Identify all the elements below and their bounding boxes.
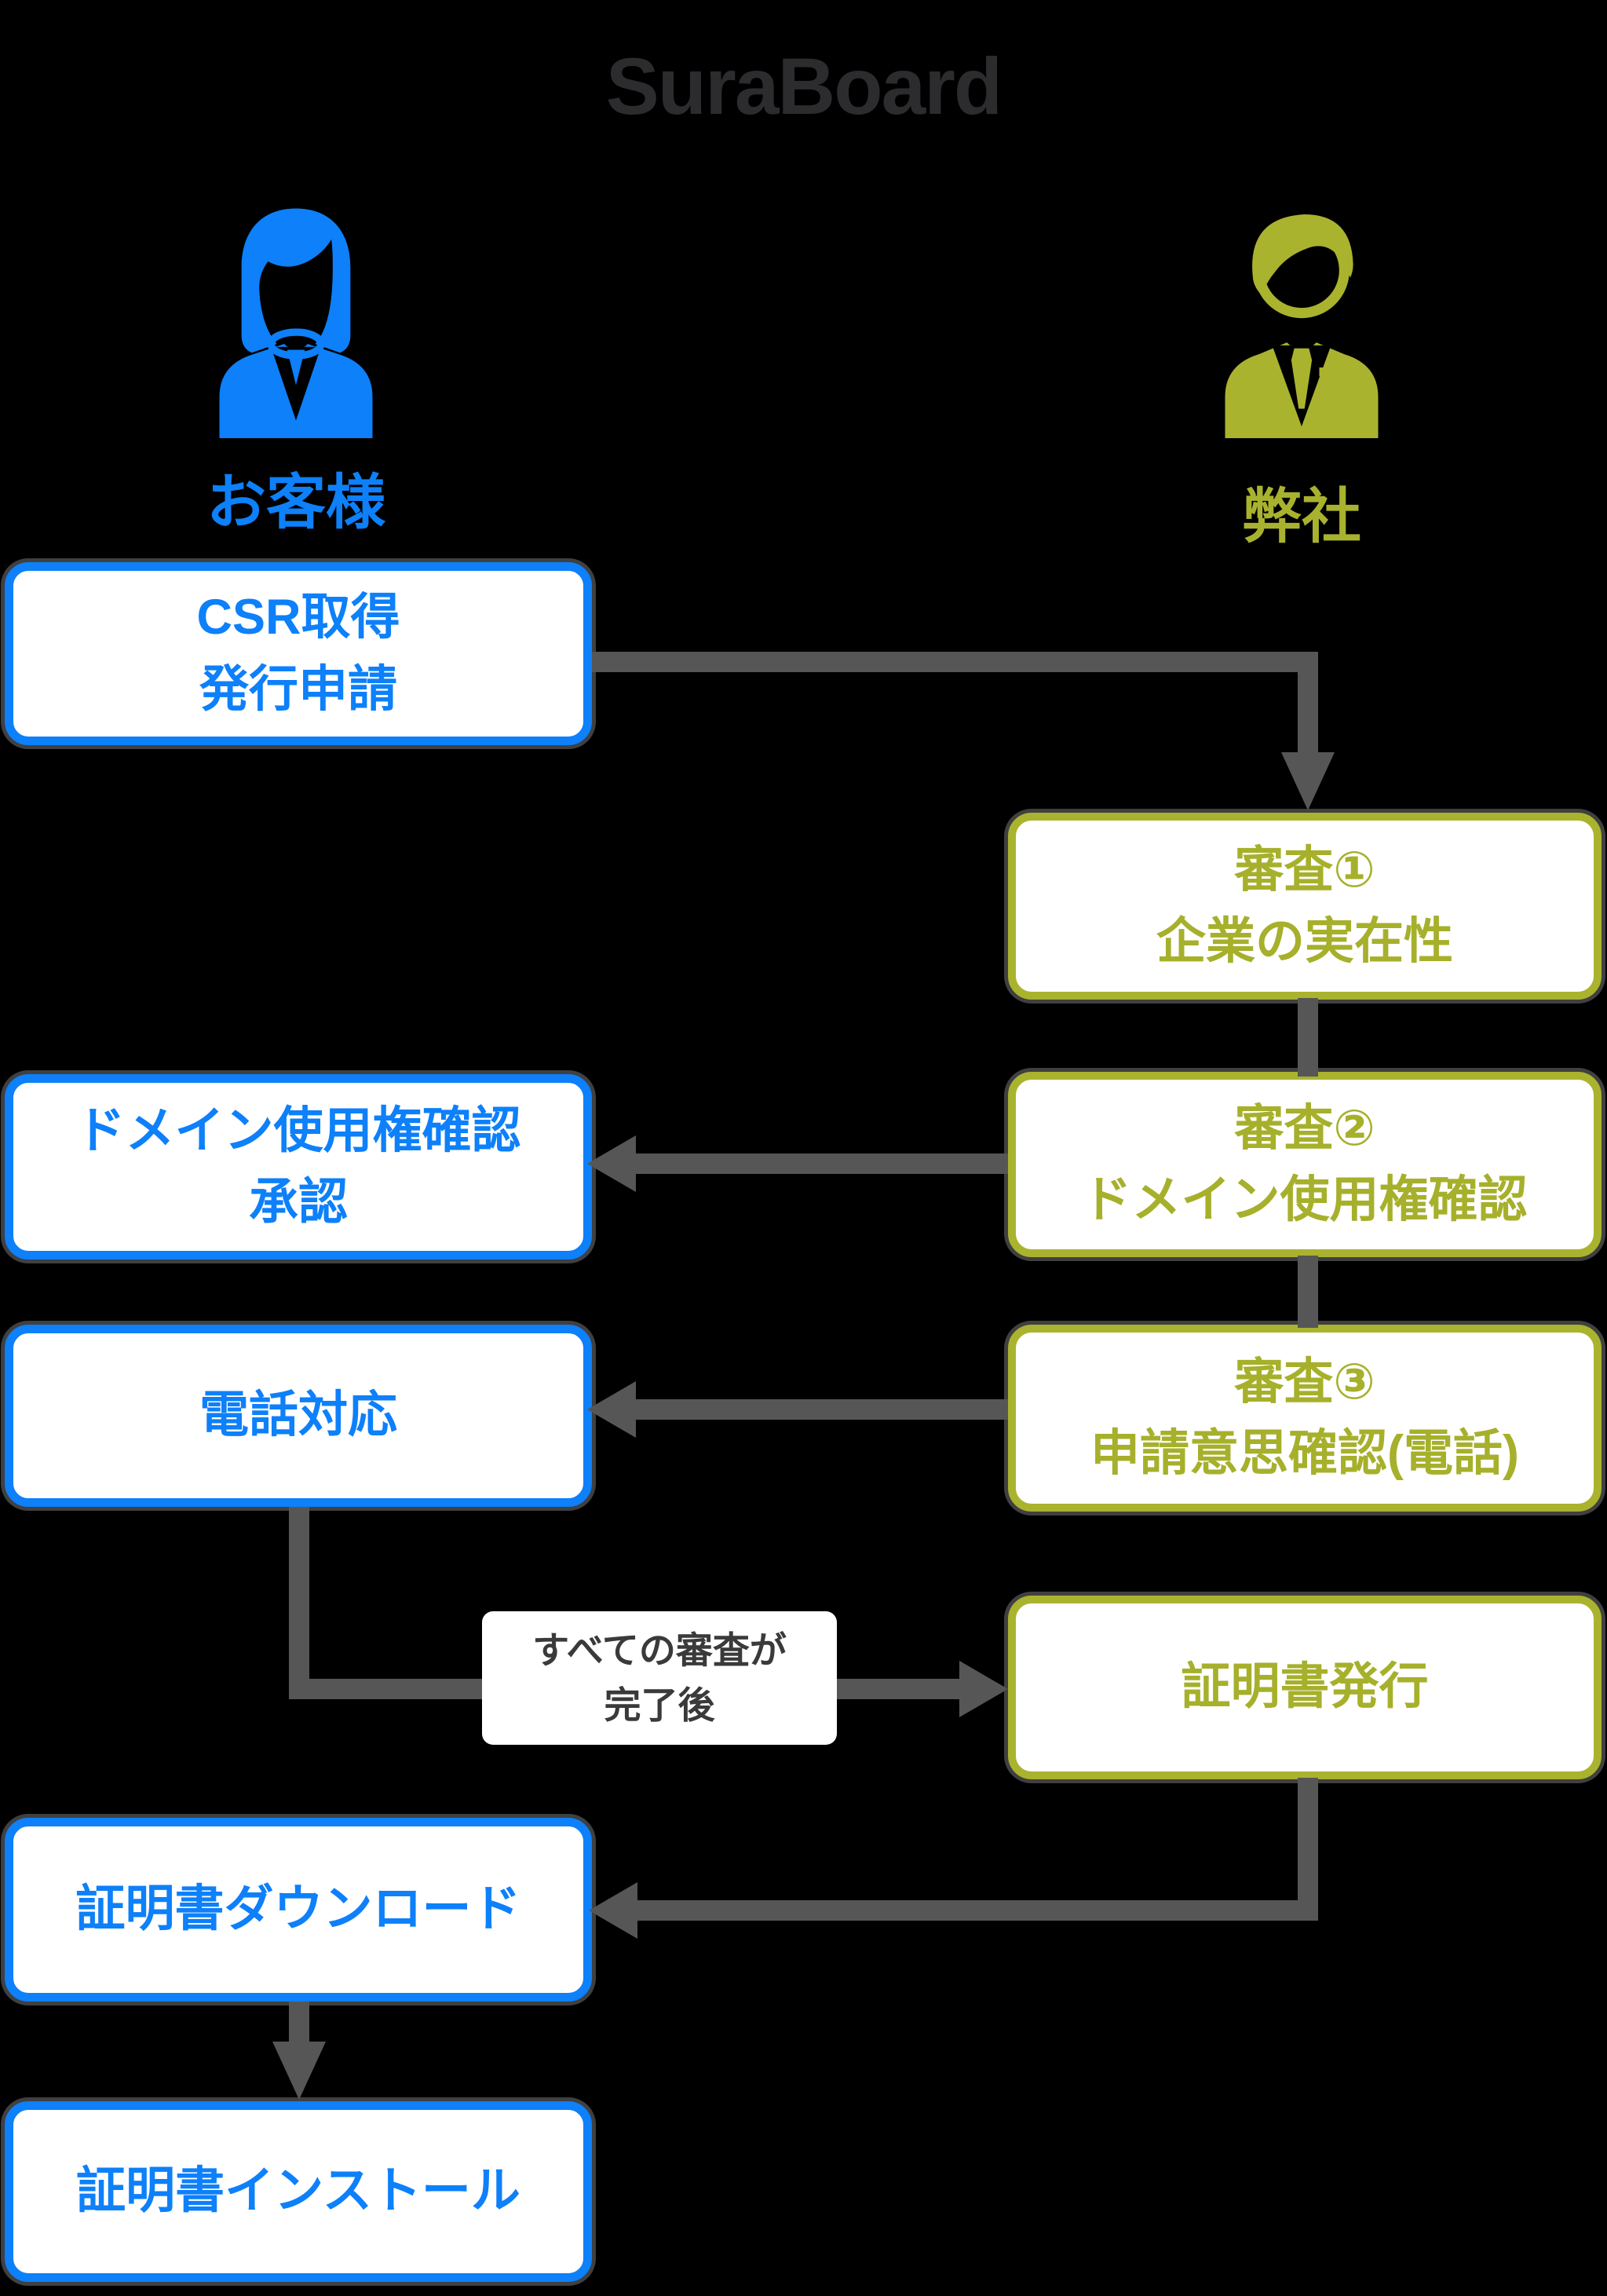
flow-box-review2-line1: 審査② [1234,1100,1375,1156]
arrowhead-into-download [589,1882,637,1939]
flow-box-issue: 証明書発行 [1008,1596,1602,1779]
customer-label: お客様 [206,470,385,536]
note-line1: すべての審査が [532,1629,787,1671]
arrowhead-into-phone [587,1381,636,1438]
arrowhead-into-review1 [1281,752,1335,810]
flow-box-review1-line2: 企業の実在性 [1156,914,1453,969]
page-title: SuraBoard [605,42,1003,131]
arrowhead-into-domain-approve [587,1135,636,1192]
flow-box-download: 証明書ダウンロード [5,1818,592,2002]
businesswoman-icon [207,203,385,438]
arrowhead-into-install [272,2042,326,2100]
flow-box-review2: 審査② ドメイン使用権確認 [1008,1072,1602,1257]
flow-box-review2-line2: ドメイン使用権確認 [1082,1172,1528,1227]
connector-csr-to-review1-horizontal [592,652,1317,672]
arrowhead-into-issue [959,1661,1008,1717]
flow-box-domain-approve-line1: ドメイン使用権確認 [75,1102,521,1158]
flow-box-domain-approve: ドメイン使用権確認 承認 [5,1074,592,1260]
connector-issue-to-download-horizontal [633,1900,1318,1921]
flow-box-review3-line2: 申請意思確認(電話) [1090,1426,1519,1481]
connector-review2-to-domain-horizontal [633,1153,1008,1174]
flow-box-review3-line1: 審査③ [1234,1354,1375,1409]
flow-box-review1: 審査① 企業の実在性 [1008,813,1602,1000]
flow-box-issue-line1: 証明書発行 [1181,1659,1429,1715]
connector-review2-to-review3 [1298,1256,1318,1328]
flow-box-download-line1: 証明書ダウンロード [75,1881,521,1937]
flow-box-review1-line1: 審査① [1234,842,1375,898]
connector-csr-to-review1-vertical [1298,652,1318,754]
note-line2: 完了後 [604,1684,715,1726]
flow-box-install-line1: 証明書インストール [76,2163,520,2219]
flow-box-csr: CSR取得 発行申請 [5,562,592,745]
flow-box-review3: 審査③ 申請意思確認(電話) [1008,1325,1602,1512]
connector-review1-to-review2 [1298,998,1318,1077]
flow-box-csr-line2: 発行申請 [199,661,397,717]
flow-box-domain-approve-line2: 承認 [249,1175,348,1230]
flow-box-phone-line1: 電話対応 [199,1387,397,1443]
connector-download-to-install-vertical [289,2002,309,2046]
flow-box-csr-line1: CSR取得 [196,590,400,645]
note-all-reviews-complete: すべての審査が 完了後 [482,1611,837,1745]
flow-box-install: 証明書インストール [5,2101,592,2282]
businessman-icon [1213,203,1390,438]
connector-issue-down-vertical [1298,1778,1318,1921]
connector-review3-to-phone-horizontal [633,1399,1008,1420]
connector-phone-down-vertical [289,1507,309,1699]
flow-box-phone: 電話対応 [5,1325,592,1507]
company-label: 弊社 [1242,484,1361,550]
